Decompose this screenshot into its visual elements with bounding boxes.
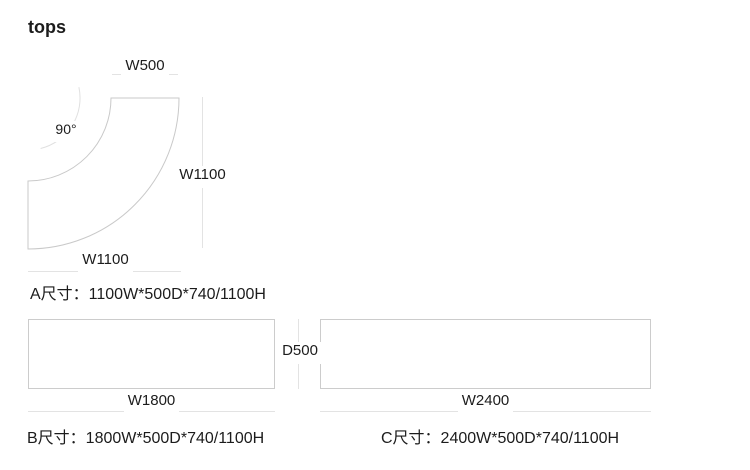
dim-label-w1100-right: W1100 [170, 166, 235, 188]
dim-label-d500: D500 [270, 342, 330, 364]
caption-b: B尺寸：1800W*500D*740/1100H [27, 430, 265, 447]
rect-top-c [320, 319, 651, 389]
angle-label-90: 90° [48, 121, 84, 142]
dim-label-w1800: W1800 [28, 392, 275, 414]
caption-c: C尺寸：2400W*500D*740/1100H [381, 430, 620, 447]
dim-label-w1100-bottom: W1100 [28, 251, 183, 273]
rect-top-b [28, 319, 275, 389]
section-title: tops [28, 17, 66, 37]
dim-label-w2400: W2400 [320, 392, 651, 414]
dim-label-w500: W500 [112, 57, 178, 79]
caption-a: A尺寸：1100W*500D*740/1100H [30, 286, 266, 303]
